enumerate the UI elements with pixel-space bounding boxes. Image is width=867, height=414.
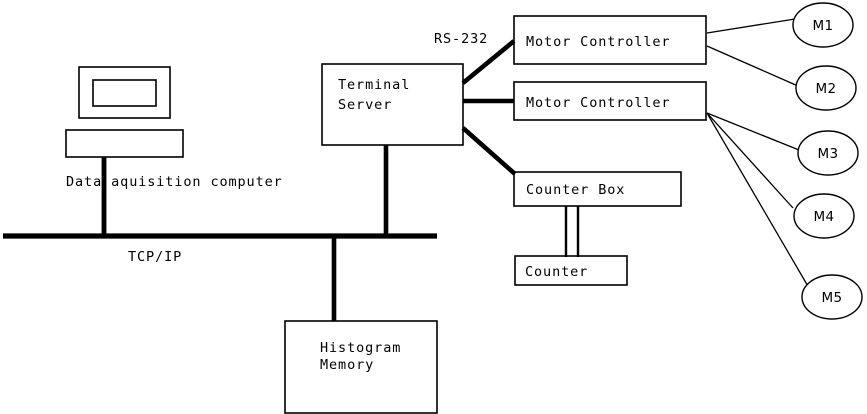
motor-ellipse-m1[interactable] [792, 2, 854, 48]
link-motor-controller-1-to-m2 [706, 45, 799, 87]
motor-label-m2: M2 [815, 81, 836, 97]
motor-controller-2-label: Motor Controller [526, 95, 670, 111]
motor-ellipse-m5[interactable] [801, 274, 863, 320]
motor-controller-1-label: Motor Controller [526, 34, 670, 50]
histogram-memory-label-line1: Histogram [320, 340, 401, 356]
link-motor-controller-2-to-m3 [706, 112, 800, 151]
histogram-memory-box[interactable] [284, 320, 438, 414]
link-motor-controller-1-to-m1 [706, 18, 796, 34]
terminal-server-label-line2: Server [338, 97, 392, 113]
motor-ellipse-m2[interactable] [795, 65, 857, 111]
computer-monitor-screen [92, 79, 157, 107]
counter-label: Counter [525, 264, 588, 280]
histogram-memory-label-line2: Memory [320, 357, 374, 373]
link-terminal-server-to-motor-controller-1 [461, 39, 516, 85]
computer-label: Data aquisition computer [66, 174, 283, 190]
motor-label-m3: M3 [817, 146, 838, 162]
tcpip-label: TCP/IP [128, 249, 182, 265]
rs232-label: RS-232 [434, 31, 488, 47]
link-terminal-server-to-counter-box [461, 126, 517, 176]
motor-controller-1-box[interactable] [513, 15, 707, 65]
computer-keyboard-base [65, 129, 184, 158]
counter-box-label: Counter Box [526, 182, 625, 198]
motor-label-m1: M1 [812, 18, 833, 34]
terminal-server-label-line1: Terminal [338, 77, 410, 93]
motor-ellipse-m4[interactable] [793, 193, 855, 239]
motor-label-m5: M5 [821, 290, 842, 306]
terminal-server-box[interactable] [321, 63, 464, 146]
counter-box-box[interactable] [513, 171, 682, 207]
counter-box[interactable] [514, 255, 628, 286]
link-motor-controller-2-to-m5 [706, 112, 810, 289]
link-motor-controller-2-to-m4 [706, 112, 794, 209]
motor-ellipse-m3[interactable] [797, 130, 859, 176]
motor-label-m4: M4 [813, 209, 834, 225]
